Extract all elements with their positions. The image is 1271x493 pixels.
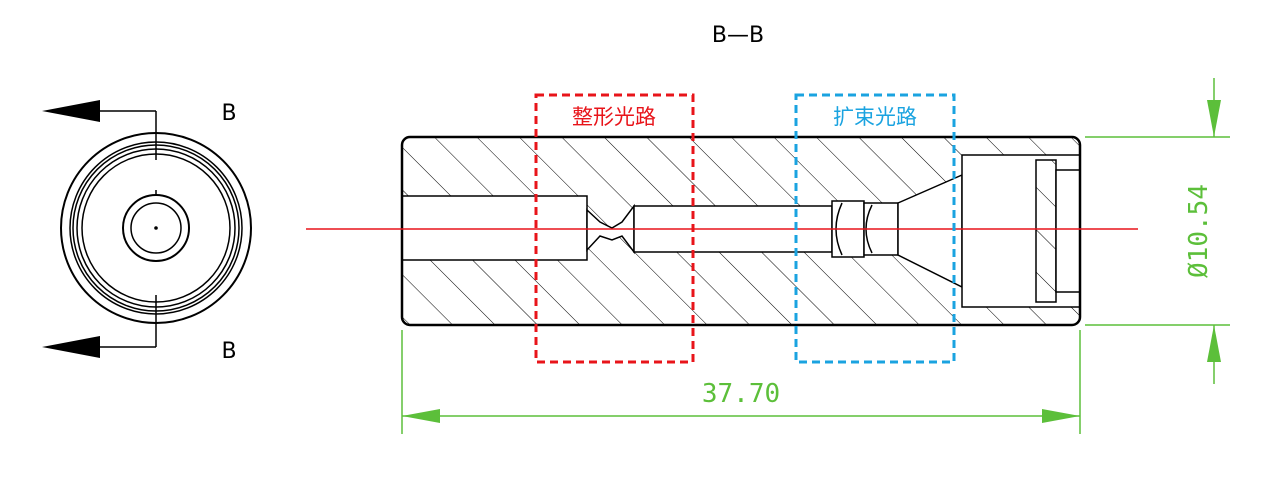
length-arrow-left	[402, 409, 440, 423]
shaping-region-label: 整形光路	[572, 105, 656, 129]
diameter-arrow-bottom	[1207, 325, 1221, 362]
end-view-bore-inner	[130, 202, 182, 254]
section-marker-bottom: B	[221, 339, 236, 364]
body-outline	[400, 135, 1082, 327]
length-dimension	[401, 330, 1081, 434]
front-retainer	[1055, 169, 1080, 293]
diameter-arrow-top	[1207, 100, 1221, 137]
diameter-dimension	[1085, 78, 1230, 384]
front-window-hatched	[1035, 159, 1057, 303]
end-view: B B	[42, 100, 252, 364]
section-marker-top: B	[221, 101, 236, 126]
diameter-dimension-value: Ø10.54	[1184, 184, 1214, 278]
shaping-region-box	[534, 93, 695, 364]
rear-bore	[402, 195, 588, 261]
cut-arrow-top	[42, 100, 100, 122]
cut-arrow-bottom	[42, 336, 100, 358]
expanding-region-box	[794, 93, 956, 364]
expanding-region-label: 扩束光路	[833, 105, 917, 129]
section-view: 整形光路 扩束光路 37.70 Ø10.54	[306, 78, 1230, 434]
length-dimension-value: 37.70	[702, 379, 780, 409]
length-arrow-right	[1042, 409, 1080, 423]
end-view-center-dot	[154, 226, 158, 230]
section-title: B—B	[712, 23, 764, 48]
